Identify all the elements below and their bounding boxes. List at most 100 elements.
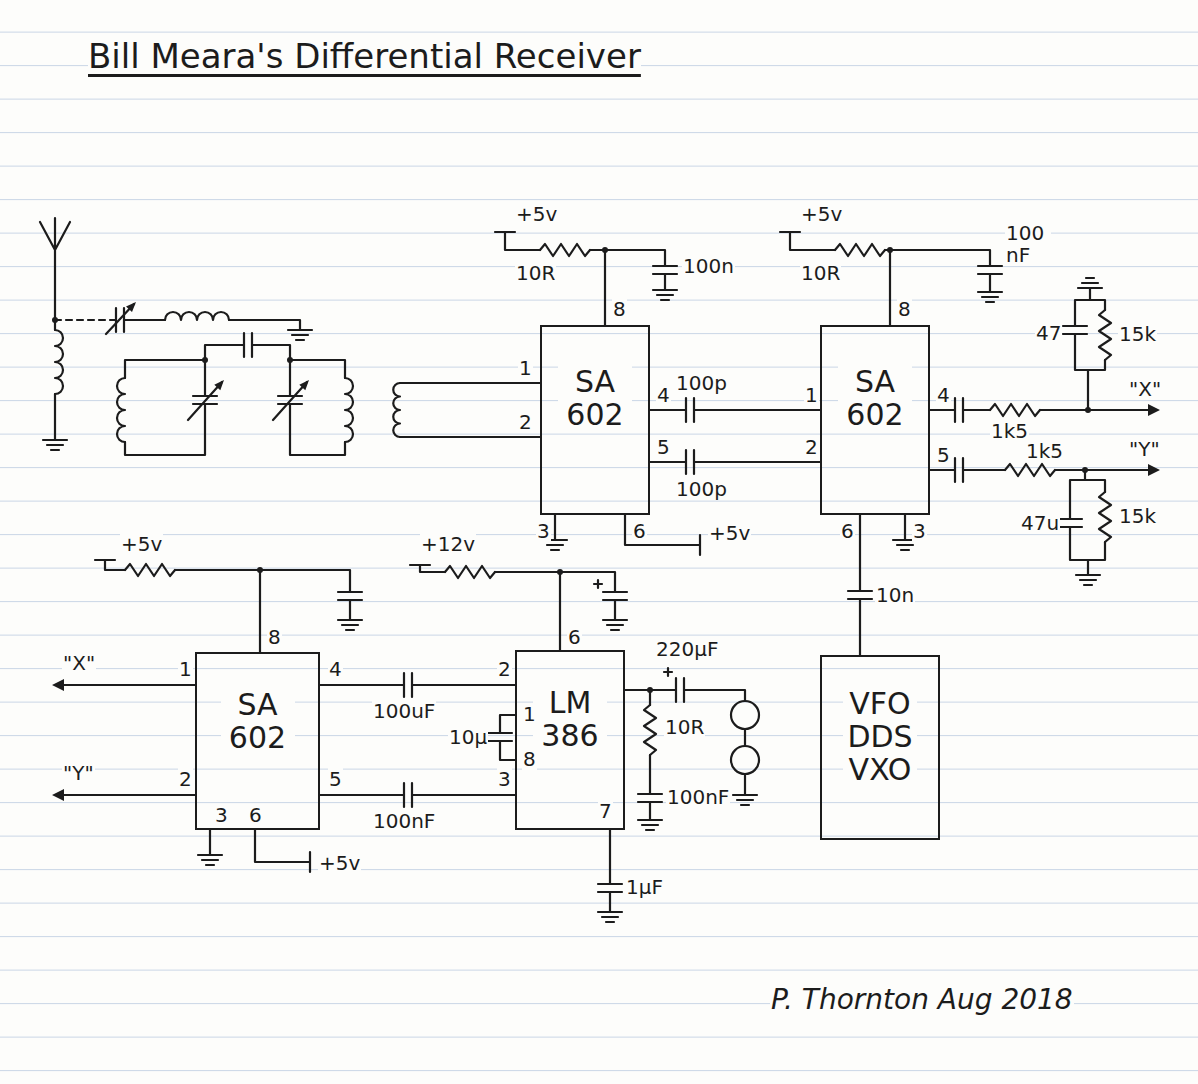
mixer-ic: SA 602	[820, 325, 930, 515]
wire-connector	[320, 794, 515, 796]
schematic-label: "Y"	[62, 762, 95, 784]
schematic-label: 2	[497, 658, 512, 680]
schematic-label: 10R	[800, 262, 841, 284]
signature: P. Thornton Aug 2018	[770, 985, 1074, 1016]
schematic-label: +5v	[318, 852, 361, 874]
schematic-label: +5v	[708, 522, 751, 544]
schematic-label: +5v	[800, 203, 843, 225]
schematic-label: 2	[804, 436, 819, 458]
dashed-wire	[55, 319, 116, 321]
wire-connector	[650, 409, 820, 411]
earphone-symbol	[731, 701, 759, 774]
schematic-label: 8	[522, 748, 537, 770]
capacitor-symbol	[404, 783, 412, 807]
schematic-label: 100n	[682, 255, 735, 277]
schematic-label: 47	[1035, 322, 1062, 344]
schematic-label: 7	[598, 800, 613, 822]
schematic-label: 1µF	[625, 876, 664, 898]
inductor-coil	[55, 312, 400, 442]
part-name: SA 602	[838, 365, 912, 431]
ground-symbol	[43, 278, 1102, 922]
diagram-title: Bill Meara's Differential Receiver	[88, 36, 641, 77]
wire-connector	[320, 684, 515, 686]
mixer-ic: SA 602	[540, 325, 650, 515]
schematic-label: 15k	[1118, 505, 1157, 527]
schematic-label: 3	[214, 804, 229, 826]
capacitor-value: 100p	[675, 372, 728, 394]
schematic-label: 4	[328, 658, 343, 680]
oscillator-box: VFO DDS VXO	[820, 655, 940, 840]
schematic-label: 10µ	[448, 726, 488, 748]
resistor-symbol	[125, 244, 1111, 755]
capacitor-symbol	[116, 266, 1087, 892]
capacitor-plates	[686, 450, 694, 474]
schematic-label: 2	[518, 411, 533, 433]
schematic-label: 4	[656, 384, 671, 406]
schematic-label: "X"	[1128, 378, 1162, 400]
schematic-label: 4	[936, 384, 951, 406]
schematic-label: +12v	[420, 533, 476, 555]
schematic-label: 1k5	[990, 420, 1029, 442]
capacitor-symbol	[686, 450, 694, 474]
wire	[40, 218, 1150, 912]
part-name: VFO DDS VXO	[843, 687, 917, 786]
schematic-label: 15k	[1118, 323, 1157, 345]
wire-connector	[650, 461, 820, 463]
capacitor-gap	[856, 591, 864, 599]
schematic-label: 1	[804, 384, 819, 406]
junction-dot	[52, 247, 1091, 693]
schematic-label: 8	[897, 298, 912, 320]
part-name: SA 602	[221, 688, 295, 754]
wire-connector	[859, 515, 861, 655]
capacitor-symbol	[848, 591, 872, 599]
capacitor-gap	[404, 791, 412, 799]
capacitor-plates	[686, 398, 694, 422]
part-name: SA 602	[558, 365, 632, 431]
schematic-label: 2	[178, 768, 193, 790]
schematic-label: 3	[536, 520, 551, 542]
capacitor-value: 100uF	[372, 700, 436, 722]
schematic-label: 3	[912, 520, 927, 542]
schematic-label: 10R	[664, 716, 705, 738]
capacitor-value: 10n	[875, 584, 915, 606]
capacitor-gap	[686, 458, 694, 466]
schematic-label: 8	[267, 626, 282, 648]
schematic-label: 1	[518, 357, 533, 379]
schematic-label: 8	[612, 298, 627, 320]
capacitor-gap	[404, 681, 412, 689]
schematic-label: 6	[567, 626, 582, 648]
schematic-label: 3	[497, 768, 512, 790]
schematic-label: 6	[840, 520, 855, 542]
schematic-label: 10R	[515, 262, 556, 284]
schematic-label: 1	[178, 658, 193, 680]
schematic-label: 100 nF	[1005, 222, 1051, 266]
part-name: LM 386	[533, 686, 607, 752]
capacitor-symbol	[686, 398, 694, 422]
capacitor-symbol	[404, 673, 412, 697]
schematic-label: 47u	[1020, 512, 1060, 534]
capacitor-plates	[404, 783, 412, 807]
arrowhead	[52, 302, 1160, 801]
capacitor-plates	[848, 591, 872, 599]
schematic-label: 100nF	[666, 786, 730, 808]
schematic-label: 5	[936, 444, 951, 466]
schematic-label: +5v	[120, 533, 163, 555]
schematic-label: 5	[328, 768, 343, 790]
schematic-label: "Y"	[1128, 438, 1161, 460]
capacitor-gap	[686, 406, 694, 414]
schematic-label: 220µF	[655, 638, 719, 660]
schematic-label: "X"	[62, 652, 96, 674]
schematic-label: 6	[248, 804, 263, 826]
capacitor-value: 100nF	[372, 810, 436, 832]
capacitor-plates	[404, 673, 412, 697]
schematic-label: +5v	[515, 203, 558, 225]
schematic-label: 5	[656, 436, 671, 458]
capacitor-value: 100p	[675, 478, 728, 500]
schematic-label: 1	[522, 703, 537, 725]
